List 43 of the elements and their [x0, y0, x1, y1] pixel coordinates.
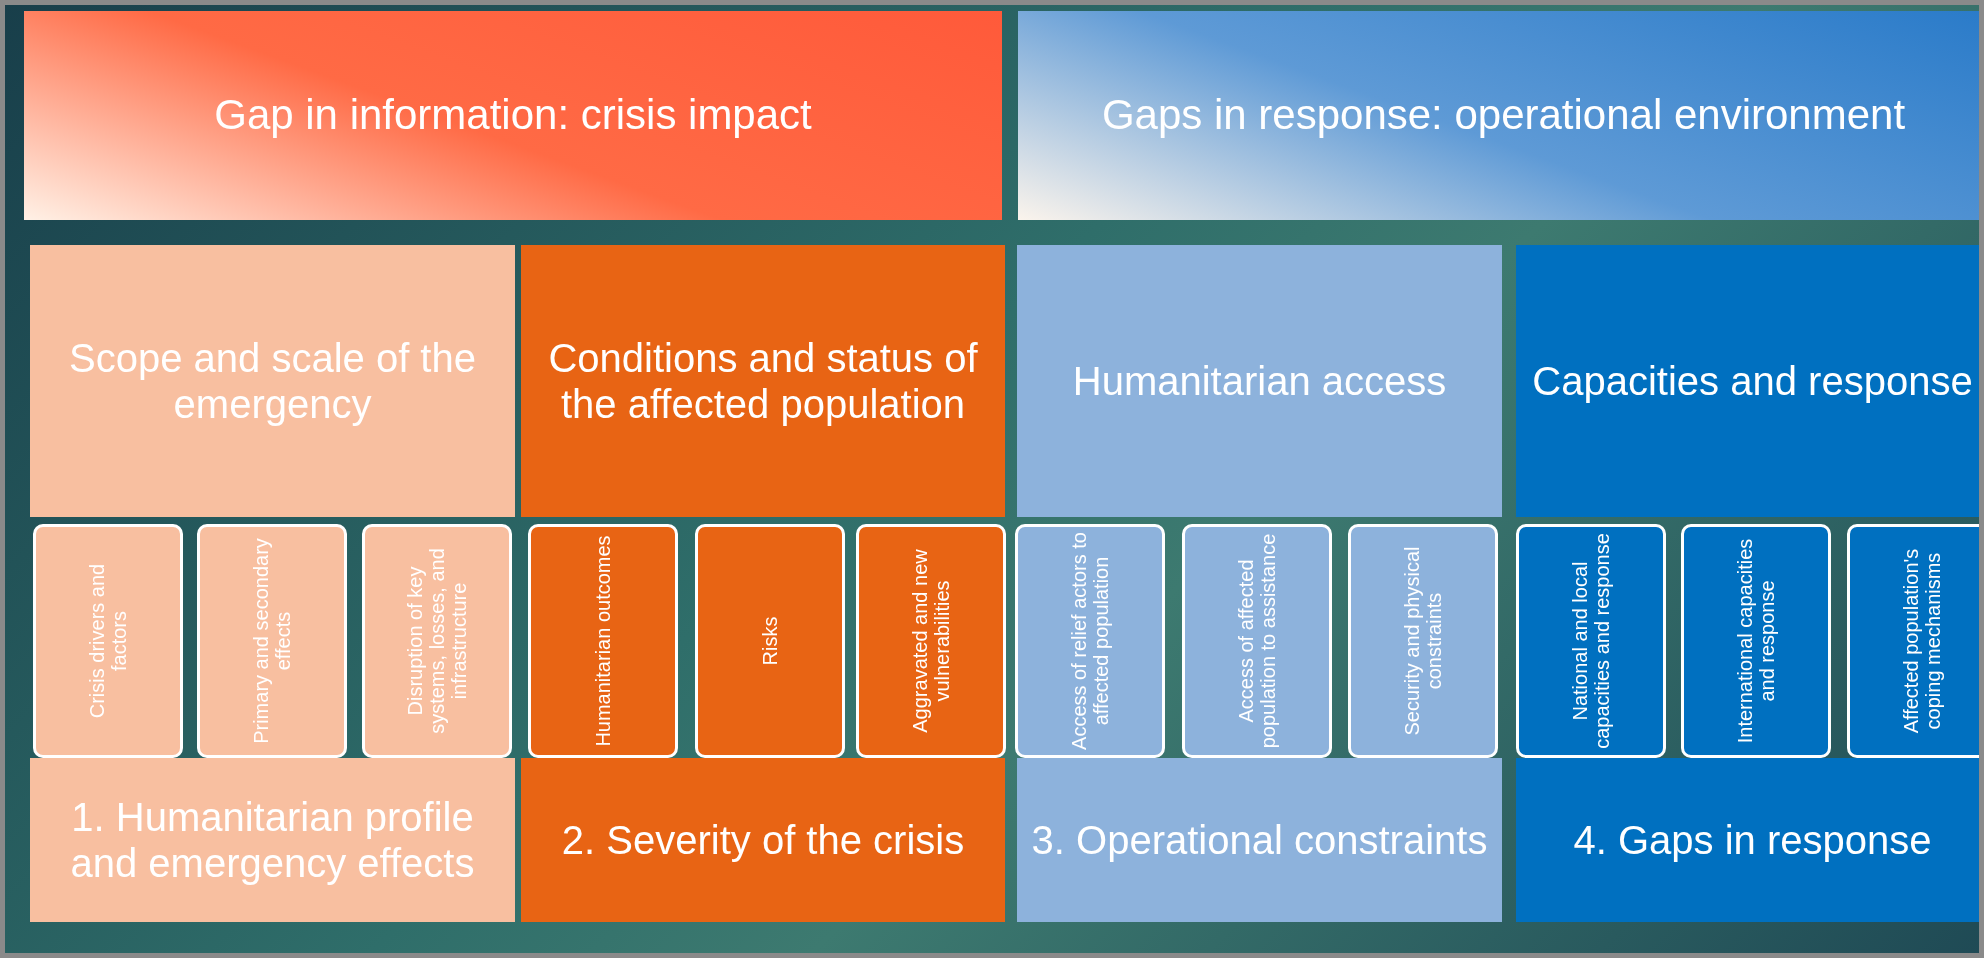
category-panel — [30, 758, 515, 922]
label-text: 1. Humanitarian profile and emergency effects — [69, 794, 476, 886]
header-banner — [1018, 11, 1979, 220]
label-text: Gaps in response: operational environment — [1100, 91, 1907, 140]
sub-category-card — [1348, 524, 1498, 758]
sub-category-card — [856, 524, 1006, 758]
sub-category-card — [362, 524, 512, 758]
category-panel — [1516, 245, 1979, 517]
sub-category-card — [1847, 524, 1979, 758]
sub-category-card — [1516, 524, 1666, 758]
sub-category-card — [197, 524, 347, 758]
label-text: International capacities and response — [1734, 537, 1778, 746]
label-text: Risks — [759, 615, 781, 668]
label-text: 4. Gaps in response — [1572, 817, 1933, 863]
label-text: Humanitarian access — [1071, 358, 1448, 404]
category-panel — [1017, 758, 1502, 922]
label-text: Affected population's coping mechanisms — [1900, 547, 1944, 736]
header-banner — [24, 11, 1002, 220]
sub-category-card — [33, 524, 183, 758]
sub-category-card — [528, 524, 678, 758]
category-panel — [1516, 758, 1979, 922]
label-text: Primary and secondary effects — [250, 537, 294, 746]
label-text: 2. Severity of the crisis — [560, 817, 966, 863]
label-text: Disruption of key systems, losses, and infrastructure — [404, 547, 470, 736]
label-text: Security and physical constraints — [1401, 545, 1445, 738]
label-text: Access of affected population to assistance — [1235, 532, 1279, 751]
category-panel — [521, 758, 1005, 922]
label-text: Aggravated and new vulnerabilities — [909, 548, 953, 735]
label-text: Scope and scale of the emergency — [68, 335, 477, 427]
label-text: Crisis drivers and factors — [86, 562, 130, 721]
sub-category-card — [1182, 524, 1332, 758]
sub-category-card — [695, 524, 845, 758]
category-panel — [521, 245, 1005, 517]
category-panel — [1017, 245, 1502, 517]
sub-category-card — [1681, 524, 1831, 758]
label-text: Conditions and status of the affected population — [547, 335, 979, 427]
category-panel — [30, 245, 515, 517]
label-text: Humanitarian outcomes — [592, 534, 614, 749]
sub-category-card — [1015, 524, 1165, 758]
label-text: Capacities and response — [1531, 358, 1974, 404]
label-text: 3. Operational constraints — [1030, 817, 1489, 863]
label-text: Gap in information: crisis impact — [213, 91, 813, 140]
label-text: National and local capacities and response — [1569, 532, 1613, 751]
